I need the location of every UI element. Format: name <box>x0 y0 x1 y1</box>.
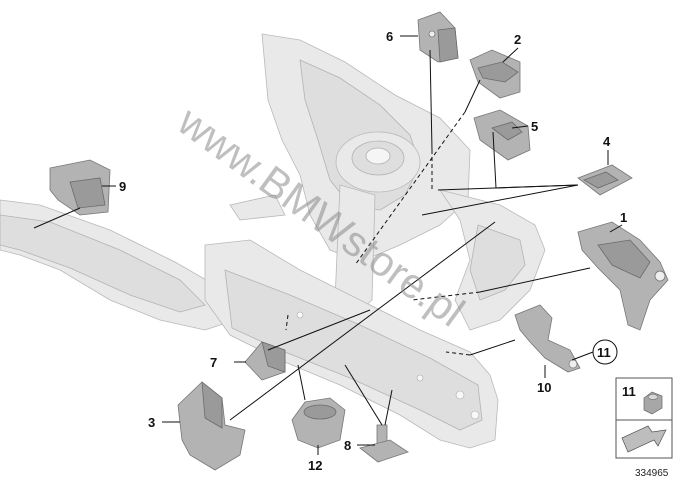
part-5-bracket <box>473 109 531 161</box>
callout-8: 8 <box>344 438 351 453</box>
callout-labels: 6 2 5 4 1 9 10 11 7 3 12 8 <box>119 29 627 473</box>
callout-6: 6 <box>386 29 393 44</box>
part-4-plate <box>577 164 633 196</box>
part-1-bracket <box>577 221 669 331</box>
callout-10: 10 <box>537 380 551 395</box>
diagram-code: 334965 <box>635 468 669 479</box>
part-7-block <box>244 341 286 381</box>
inset-box: 11 <box>615 377 673 459</box>
body-structure <box>0 33 546 449</box>
part-3-bracket <box>177 381 246 471</box>
leader-lines <box>33 35 623 455</box>
callout-4: 4 <box>603 134 611 149</box>
callout-1: 1 <box>620 210 627 225</box>
callout-9: 9 <box>119 179 126 194</box>
part-2-bracket <box>469 49 521 99</box>
part-8-stud <box>359 424 409 463</box>
callout-12: 12 <box>308 458 322 473</box>
part-12-cup <box>291 397 346 449</box>
direction-arrow-icon <box>621 425 667 453</box>
callout-11: 11 <box>597 345 611 360</box>
callout-7: 7 <box>210 355 217 370</box>
callout-5: 5 <box>531 119 538 134</box>
callout-3: 3 <box>148 415 155 430</box>
part-6-bracket <box>417 11 459 63</box>
callout-11-circle <box>592 339 618 365</box>
nut-icon <box>643 391 663 415</box>
callout-2: 2 <box>514 32 521 47</box>
part-10-bracket <box>514 304 581 373</box>
part-9-bracket <box>49 159 111 216</box>
inset-part-number: 11 <box>622 384 636 399</box>
